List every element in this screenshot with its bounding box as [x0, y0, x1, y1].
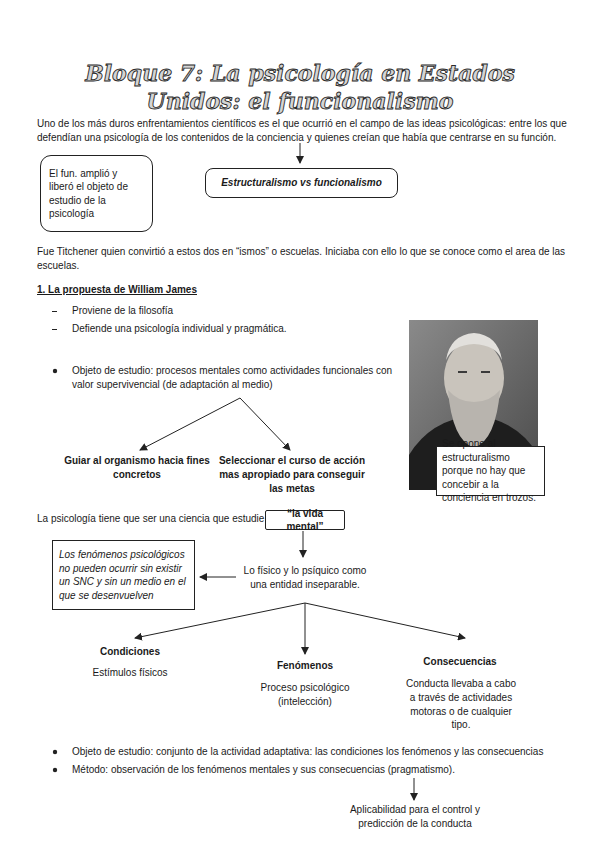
note-box: El fun. amplió y liberó el objeto de est… — [40, 155, 153, 232]
photo-hair — [446, 333, 502, 360]
arrow-line — [240, 398, 290, 450]
paragraph: Fue Titchener quien convirtió a estos do… — [37, 245, 582, 273]
branch-text: Guiar al organismo hacia fines concretos — [62, 454, 212, 482]
note-box: El fun. amplió y liberó el objeto de est… — [49, 167, 144, 221]
topic-box: Estructuralismo vs funcionalismo — [205, 168, 398, 198]
conclusion-text: Aplicabilidad para el control y predicci… — [335, 803, 495, 831]
note-box: Los fenómenos psicológicos no pueden ocu… — [59, 548, 188, 602]
dot-bullet — [53, 768, 57, 772]
dash-bullet — [52, 311, 57, 312]
caption-box: Se opone al estructuralismo porque no ha… — [436, 446, 545, 496]
branch-text: Proceso psicológico (intelección) — [245, 681, 365, 709]
intro-paragraph: Uno de los más duros enfrentamientos cie… — [37, 117, 582, 145]
arrow-line — [303, 531, 304, 557]
branch-text: Estímulos físicos — [75, 666, 185, 680]
topic-box: Estructuralismo vs funcionalismo — [212, 176, 391, 190]
arrow-line — [414, 778, 415, 800]
keyword-box: “la vida mental” — [265, 510, 345, 530]
arrow-line — [200, 577, 236, 578]
bullet-text: Objeto de estudio: procesos mentales com… — [72, 364, 402, 392]
bullet-text: Método: observación de los fenómenos men… — [72, 763, 592, 777]
branch-text: Seleccionar el curso de acción mas aprop… — [212, 454, 372, 495]
bullet-text: Objeto de estudio: conjunto de la activi… — [72, 745, 592, 759]
caption-box: Se opone al estructuralismo porque no ha… — [442, 437, 539, 505]
bullet-text: Proviene de la filosofía — [72, 304, 372, 318]
arrow-line — [300, 143, 301, 163]
bullet-text: Defiende una psicología individual y pra… — [72, 322, 372, 336]
dot-bullet — [53, 369, 57, 373]
branch-heading: Consecuencias — [400, 655, 520, 669]
branch-text: Conducta llevaba a cabo a través de acti… — [403, 677, 519, 732]
dot-bullet — [53, 750, 57, 754]
branch-heading: Fenómenos — [250, 659, 360, 673]
photo-eyes — [458, 371, 490, 373]
concept-text: Lo físico y lo psíquico como una entidad… — [238, 564, 372, 592]
arrow-line — [305, 603, 306, 654]
section-heading: 1. La propuesta de William James — [37, 283, 337, 297]
keyword-box: “la vida mental” — [269, 507, 341, 534]
sentence-text: La psicología tiene que ser una ciencia … — [37, 512, 267, 526]
arrow-line — [140, 398, 240, 450]
arrow-line — [305, 603, 465, 638]
note-box: Los fenómenos psicológicos no pueden ocu… — [52, 540, 195, 610]
dash-bullet — [52, 329, 57, 330]
branch-heading: Condiciones — [75, 645, 185, 659]
page-title: Bloque 7: La psicología en Estados Unido… — [70, 60, 530, 115]
